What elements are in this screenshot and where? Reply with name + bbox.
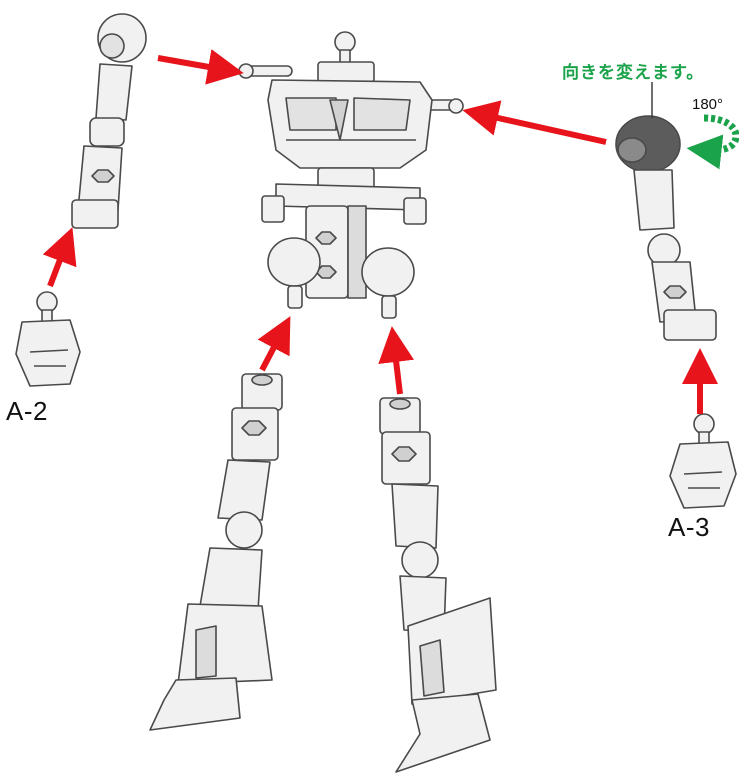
red-arrow-icon — [157, 49, 244, 85]
right-leg-part — [379, 397, 497, 773]
right-hand-part — [669, 413, 737, 509]
right-arm-part — [615, 115, 717, 341]
left-arm-part — [71, 13, 147, 229]
torso-part — [238, 31, 464, 319]
red-arrow-icon — [378, 326, 415, 395]
red-arrow-icon — [42, 227, 77, 288]
left-hand-part — [15, 291, 81, 387]
red-arrow-icon — [257, 316, 291, 372]
direction-note: 向きを変えます。 — [562, 63, 705, 83]
rotation-degree-label: 180° — [692, 96, 724, 113]
part-label-a2: A-2 — [6, 396, 48, 426]
left-leg-part — [149, 373, 283, 731]
rotate-180-icon — [686, 114, 739, 170]
part-label-a3: A-3 — [668, 512, 710, 542]
red-arrow-icon — [462, 100, 607, 145]
